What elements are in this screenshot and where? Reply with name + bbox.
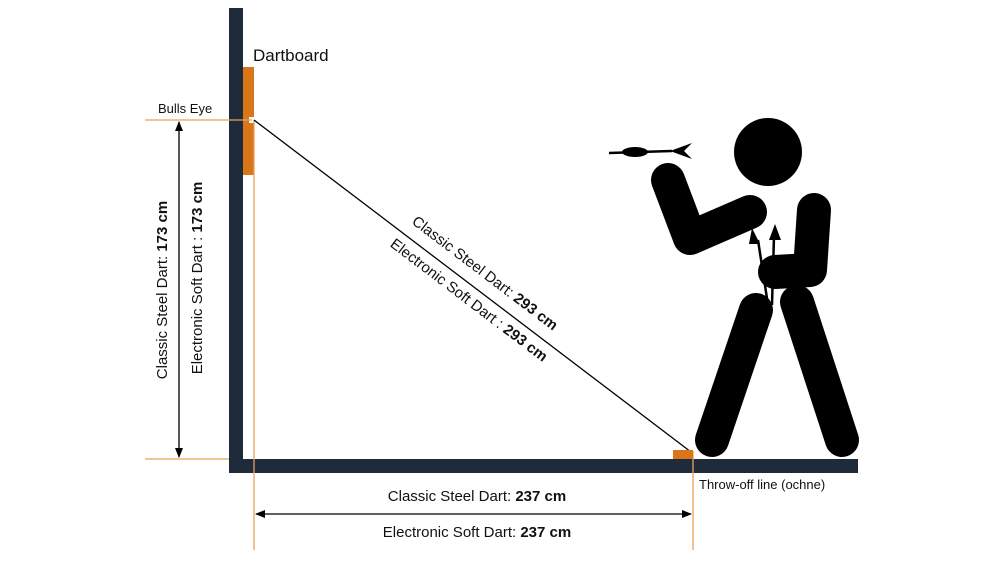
floor bbox=[243, 459, 858, 473]
distance-label-steel: Classic Steel Dart: 237 cm bbox=[388, 488, 566, 505]
height-label-steel: Classic Steel Dart: 173 cm bbox=[154, 201, 171, 379]
wall bbox=[229, 8, 243, 473]
distance-arrow-head-right bbox=[682, 510, 692, 518]
player-throwing-arm bbox=[651, 163, 767, 255]
dart-icon bbox=[608, 143, 692, 159]
distance-arrow-head-left bbox=[255, 510, 265, 518]
player-head bbox=[734, 118, 802, 186]
height-label-soft: Electronic Soft Dart : 173 cm bbox=[189, 182, 206, 375]
dartboard bbox=[243, 67, 254, 175]
distance-label-soft: Electronic Soft Dart: 237 cm bbox=[383, 524, 571, 541]
throw-off-line-label: Throw-off line (ochne) bbox=[699, 477, 825, 492]
throw-off-line-marker bbox=[673, 450, 693, 459]
player-right-leg bbox=[780, 285, 859, 457]
bulls-eye-label: Bulls Eye bbox=[158, 101, 212, 116]
height-arrow-head-top bbox=[175, 121, 183, 131]
held-darts-icon bbox=[749, 224, 781, 306]
dartboard-label: Dartboard bbox=[253, 46, 329, 65]
player-silhouette-icon bbox=[651, 118, 859, 457]
player-left-leg bbox=[695, 293, 773, 457]
player-body-arm bbox=[758, 193, 831, 289]
diagonal-line bbox=[253, 119, 692, 453]
height-arrow-head-bottom bbox=[175, 448, 183, 458]
